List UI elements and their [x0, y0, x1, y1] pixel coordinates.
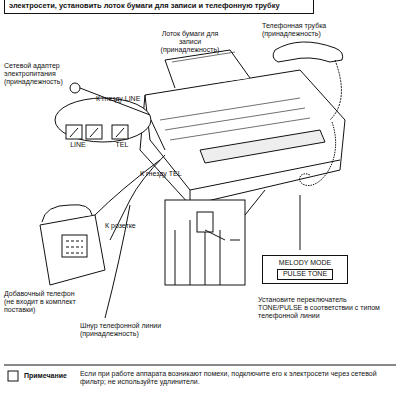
part-label: К гнезду LINE [96, 95, 156, 103]
part-label: Сетевой адаптер электропитания (принадле… [4, 62, 76, 86]
part-label: Если при работе аппарата возникают помех… [80, 370, 390, 386]
part-label: К гнезду TEL [140, 170, 190, 178]
switch-positions: PULSE TONE [277, 269, 333, 279]
part-label: TEL [112, 141, 132, 149]
switch-name: MELODY MODE [267, 259, 343, 267]
switch-box: MELODY MODE PULSE TONE [262, 255, 348, 284]
part-label: К розетке [105, 222, 145, 230]
part-label: Примечание [24, 372, 84, 380]
part-label: Добавочный телефон (не входит в комплект… [4, 290, 84, 314]
part-label: LINE [68, 141, 88, 149]
part-label: Установите переключатель TONE/PULSE в со… [258, 296, 388, 320]
part-label: Шнур телефонной линии (принадлежность) [80, 322, 170, 338]
heading: электросети, установить лоток бумаги для… [4, 0, 314, 14]
part-label: Телефонная трубка (принадлежность) [262, 22, 352, 38]
part-label: Лоток бумаги для записи (принадлежность) [150, 30, 230, 54]
